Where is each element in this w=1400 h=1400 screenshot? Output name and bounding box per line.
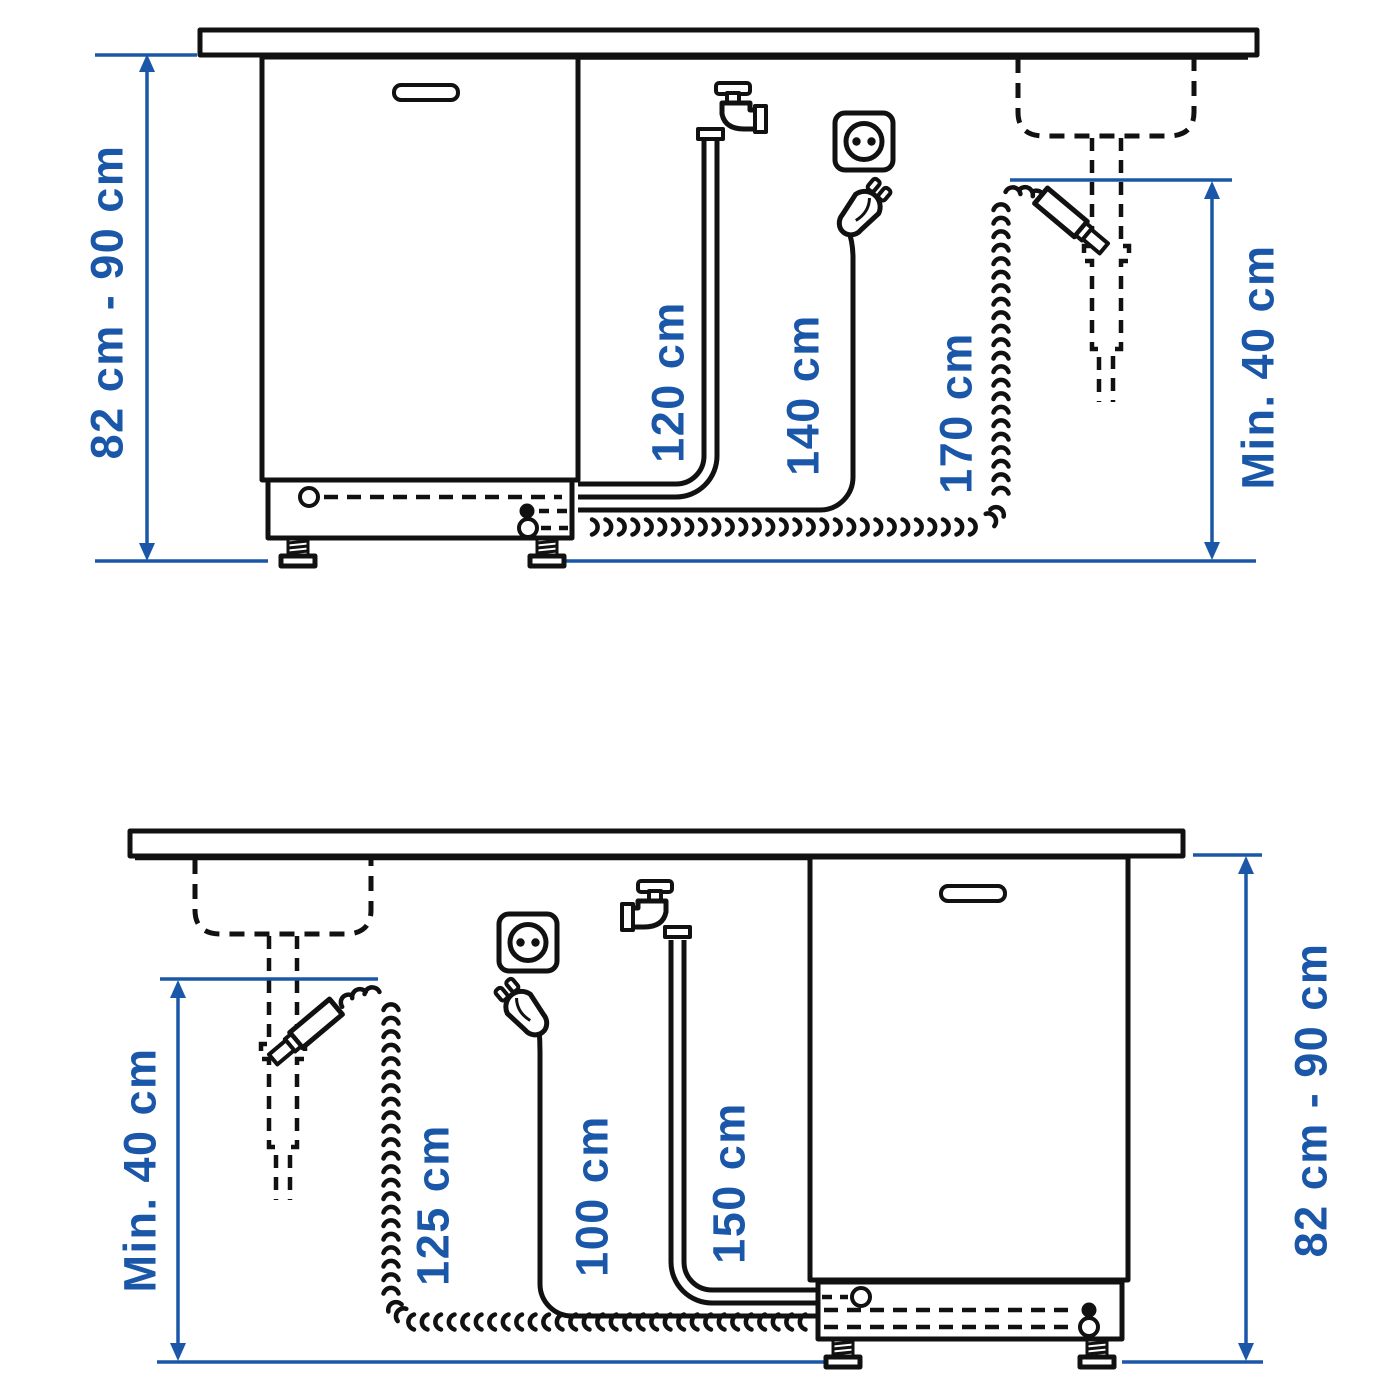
top-cabinet-height-dimension: 82 cm - 90 cm bbox=[82, 53, 197, 561]
sink-icon-2 bbox=[192, 859, 374, 937]
outlet-icon bbox=[832, 110, 896, 173]
top-drain-hose bbox=[589, 184, 1111, 537]
faucet-icon bbox=[696, 81, 768, 141]
top-power-cord bbox=[578, 228, 856, 513]
bottom-drain-hose-label: 125 cm bbox=[408, 1124, 459, 1286]
faucet-icon-2 bbox=[620, 879, 692, 939]
bottom-dishwasher-cabinet bbox=[807, 854, 1131, 1370]
bottom-leveling-foot-left bbox=[823, 1337, 863, 1370]
top-countertop bbox=[197, 27, 1260, 60]
bottom-cabinet-height-label: 82 cm - 90 cm bbox=[1286, 943, 1337, 1258]
bottom-door-handle bbox=[939, 884, 1007, 903]
outlet-icon-2 bbox=[496, 911, 560, 974]
top-drain-height-label: Min. 40 cm bbox=[1233, 244, 1284, 489]
bottom-drain-height-label: Min. 40 cm bbox=[115, 1047, 166, 1292]
drain-trap-icon-2 bbox=[258, 936, 308, 1200]
arrow-down-icon bbox=[1204, 542, 1220, 560]
arrow-up-icon bbox=[1204, 181, 1220, 199]
bottom-dishwasher-base bbox=[815, 1279, 1125, 1342]
bottom-drain-height-dimension: Min. 40 cm bbox=[115, 977, 378, 1361]
top-base-connections bbox=[298, 486, 568, 539]
bottom-power-cord bbox=[536, 1028, 818, 1319]
plug-icon bbox=[836, 176, 893, 238]
bottom-diagram: Min. 40 cm bbox=[115, 828, 1337, 1370]
arrow-up-icon bbox=[1238, 856, 1254, 874]
bottom-power-cord-label: 100 cm bbox=[567, 1115, 618, 1277]
top-supply-hose bbox=[578, 140, 720, 500]
sink-icon bbox=[1015, 58, 1197, 139]
drain-trap-icon bbox=[1081, 138, 1132, 402]
top-diagram: 82 cm - 90 cm bbox=[82, 27, 1284, 569]
bottom-countertop bbox=[127, 828, 1186, 861]
drain-hose-end-icon-2 bbox=[266, 996, 345, 1067]
top-leveling-foot-left bbox=[278, 536, 318, 569]
bottom-dishwasher-door bbox=[807, 854, 1131, 1283]
arrow-up-icon bbox=[170, 980, 186, 998]
bottom-cabinet-height-dimension: 82 cm - 90 cm bbox=[1193, 853, 1337, 1361]
top-dishwasher-door bbox=[259, 54, 581, 483]
arrow-down-icon bbox=[170, 1343, 186, 1361]
drain-hose-end-icon bbox=[1032, 185, 1111, 256]
top-cabinet-height-label: 82 cm - 90 cm bbox=[82, 145, 133, 460]
bottom-leveling-foot-right bbox=[1077, 1337, 1117, 1370]
arrow-down-icon bbox=[1238, 1343, 1254, 1361]
bottom-drain-hose bbox=[266, 985, 808, 1332]
top-dishwasher-cabinet bbox=[259, 54, 581, 569]
top-drain-height-dimension: Min. 40 cm bbox=[1010, 178, 1284, 560]
bottom-supply-hose bbox=[668, 940, 818, 1306]
top-leveling-foot-right bbox=[527, 536, 567, 569]
bottom-supply-hose-label: 150 cm bbox=[704, 1102, 755, 1264]
plug-icon-2 bbox=[493, 976, 550, 1038]
top-drain-hose-label: 170 cm bbox=[931, 332, 982, 494]
top-door-handle bbox=[392, 83, 460, 102]
arrow-up-icon bbox=[139, 54, 155, 72]
arrow-down-icon bbox=[139, 543, 155, 561]
top-power-cord-label: 140 cm bbox=[778, 314, 829, 476]
top-supply-hose-label: 120 cm bbox=[643, 301, 694, 463]
bottom-base-connections bbox=[822, 1286, 1100, 1338]
